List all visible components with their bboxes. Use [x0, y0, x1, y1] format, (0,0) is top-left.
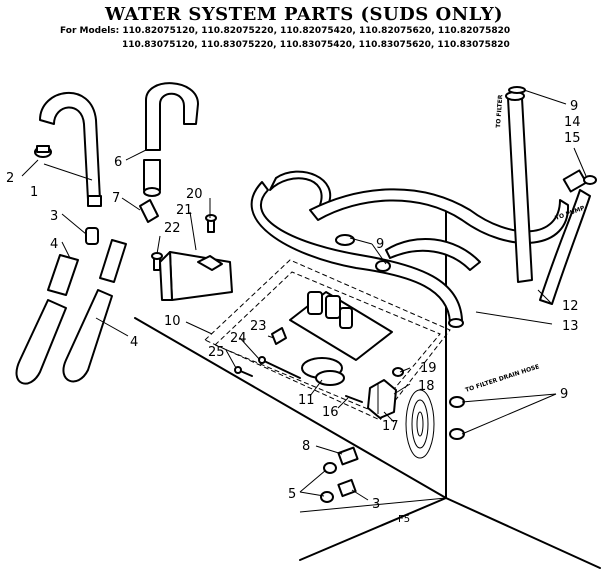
- callout-16: 16: [322, 405, 339, 420]
- mounting-plate: [204, 259, 451, 421]
- callout-22: 22: [164, 221, 181, 236]
- callout-23: 23: [250, 319, 267, 334]
- diagram-title: WATER SYSTEM PARTS (SUDS ONLY): [104, 4, 504, 25]
- models-line-2: 110.83075120, 110.83075220, 110.83075420…: [122, 40, 510, 50]
- part-23-clip: [271, 327, 287, 345]
- models-prefix: For Models:: [60, 26, 120, 36]
- part-18-block: [367, 379, 397, 419]
- callout-18: 18: [418, 379, 435, 394]
- callout-6: 6: [114, 155, 122, 170]
- part-20-screw: [205, 214, 217, 233]
- callout-24: 24: [230, 331, 247, 346]
- part-2-nut: [34, 145, 52, 158]
- callout-25: 25: [208, 345, 225, 360]
- callout-7: 7: [112, 191, 120, 206]
- callout-8: 8: [302, 439, 310, 454]
- callout-1: 1: [30, 185, 38, 200]
- filter-disk: [405, 389, 435, 459]
- part-8-fitting: [337, 446, 359, 466]
- leader-lines: [21, 89, 587, 501]
- figure-code: F5: [398, 514, 410, 525]
- part-5-washers: [320, 462, 337, 503]
- part-11-valve-assembly: [289, 291, 393, 386]
- part-16-pin: [345, 395, 363, 403]
- callout-9-center: 9: [376, 237, 384, 252]
- to-filter-label: TO FILTER: [495, 94, 504, 128]
- callout-3: 3: [50, 209, 58, 224]
- part-13-hose: [250, 181, 481, 328]
- callout-20: 20: [186, 187, 203, 202]
- callout-3-lower: 3: [372, 497, 380, 512]
- callout-17: 17: [382, 419, 399, 434]
- part-9-clamps: [335, 86, 597, 440]
- callout-labels: 1 2 3 4 4 6 7 20 21 22 10 23 24 25 11 16…: [6, 99, 581, 512]
- callout-4-lower: 4: [130, 335, 138, 350]
- part-21-bracket: [159, 251, 233, 301]
- callout-13: 13: [562, 319, 579, 334]
- part-7-elbow: [139, 199, 159, 223]
- part-4-hose-middle: [62, 239, 127, 383]
- callout-2: 2: [6, 171, 14, 186]
- callout-4: 4: [50, 237, 58, 252]
- part-19-cap: [392, 367, 404, 377]
- callout-9-right: 9: [560, 387, 568, 402]
- callout-5: 5: [288, 487, 296, 502]
- cabinet-frame: [134, 209, 601, 569]
- models-line-1: 110.82075120, 110.82075220, 110.82075420…: [122, 26, 511, 36]
- part-24-rod: [258, 356, 301, 379]
- callout-11: 11: [298, 393, 315, 408]
- callout-21: 21: [176, 203, 193, 218]
- part-3-fitting: [85, 227, 99, 245]
- hose-to-pump: [539, 169, 591, 305]
- part-25-screw: [234, 366, 253, 377]
- callout-12: 12: [562, 299, 579, 314]
- callout-19: 19: [420, 361, 437, 376]
- hose-to-filter: [505, 91, 533, 283]
- part-4-hose-left: [15, 254, 79, 385]
- part-3-fitting-bottom: [337, 478, 357, 498]
- model-list: For Models: 110.82075120, 110.82075220, …: [60, 24, 600, 52]
- callout-15: 15: [564, 131, 581, 146]
- callout-10: 10: [164, 314, 181, 329]
- callout-14: 14: [564, 115, 581, 130]
- callout-9-top: 9: [570, 99, 578, 114]
- part-22-screw: [151, 252, 163, 271]
- to-filter-drain-hose-label: TO FILTER DRAIN HOSE: [464, 363, 540, 394]
- part-12-hose: [269, 170, 570, 244]
- part-6-hose: [143, 82, 199, 197]
- part-1-inlet-hose: [39, 92, 102, 207]
